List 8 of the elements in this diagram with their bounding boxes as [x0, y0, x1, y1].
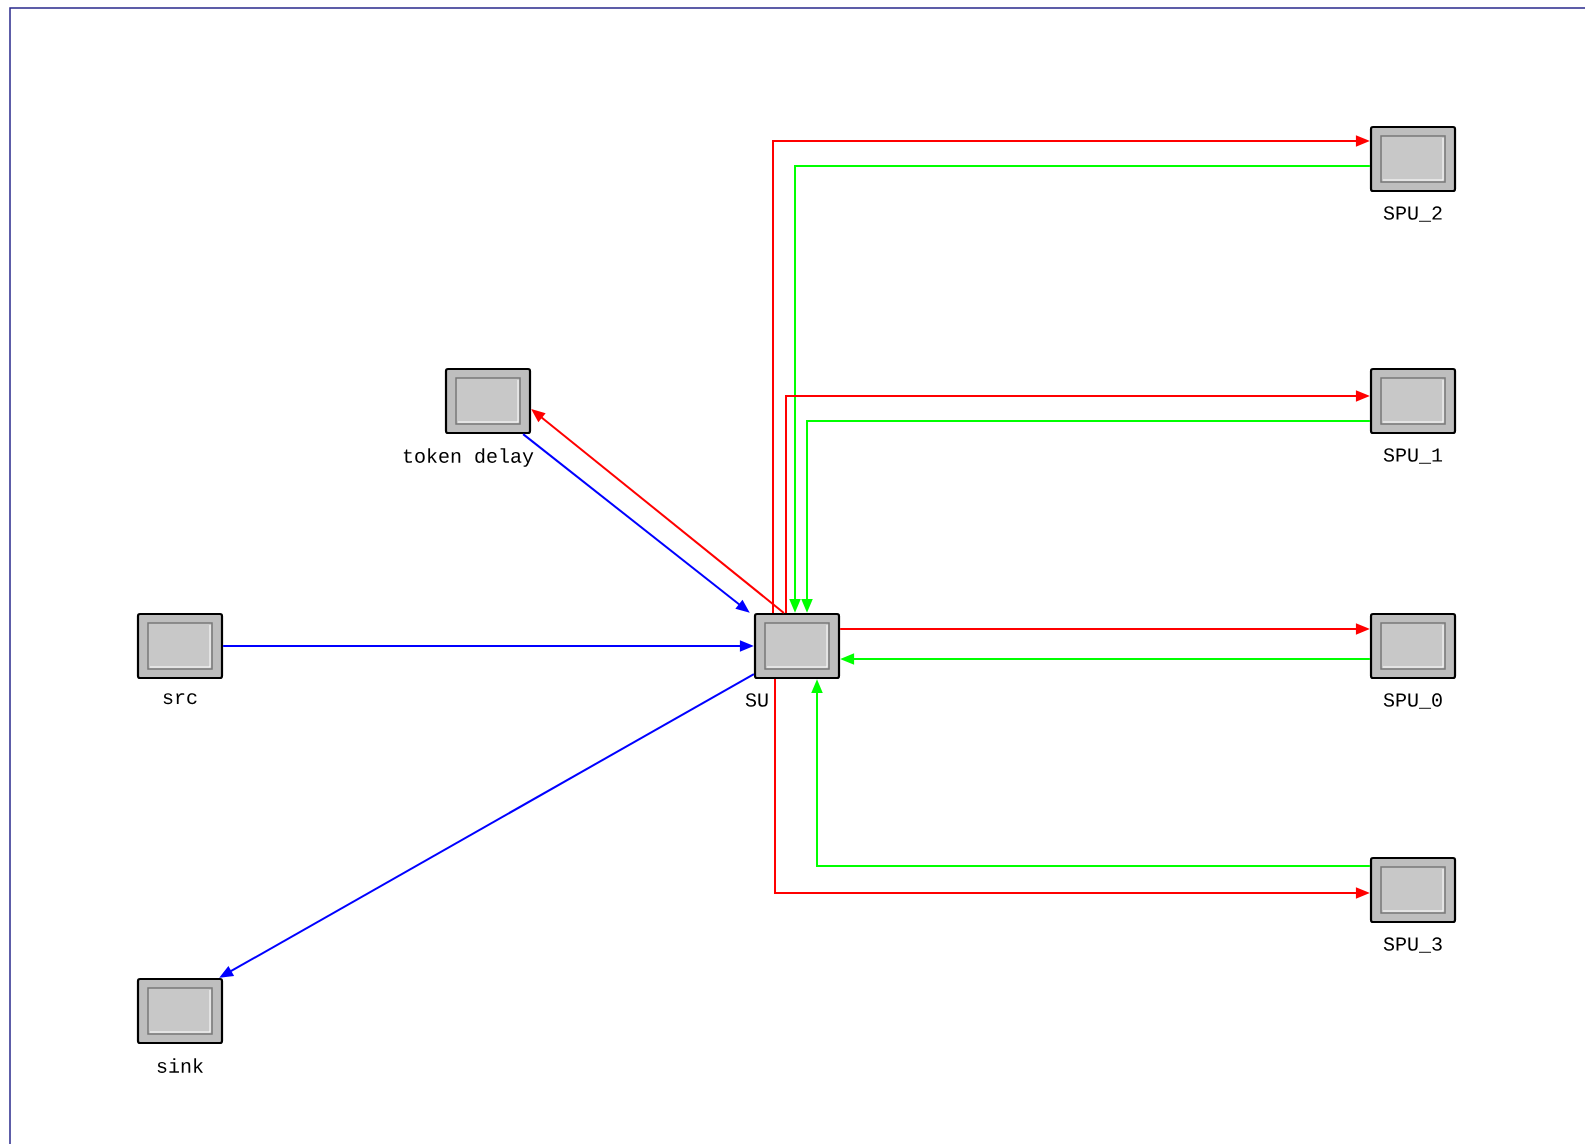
block-label: sink	[157, 1058, 203, 1073]
block-label: SPU_0	[1383, 693, 1442, 709]
block-label: token delay	[403, 448, 534, 467]
block-label: SU	[745, 693, 768, 707]
block-label: SPU_3	[1383, 937, 1442, 953]
block-label: src	[163, 693, 197, 705]
block-label: SPU_1	[1383, 448, 1443, 464]
block-label: SPU_2	[1383, 206, 1442, 222]
